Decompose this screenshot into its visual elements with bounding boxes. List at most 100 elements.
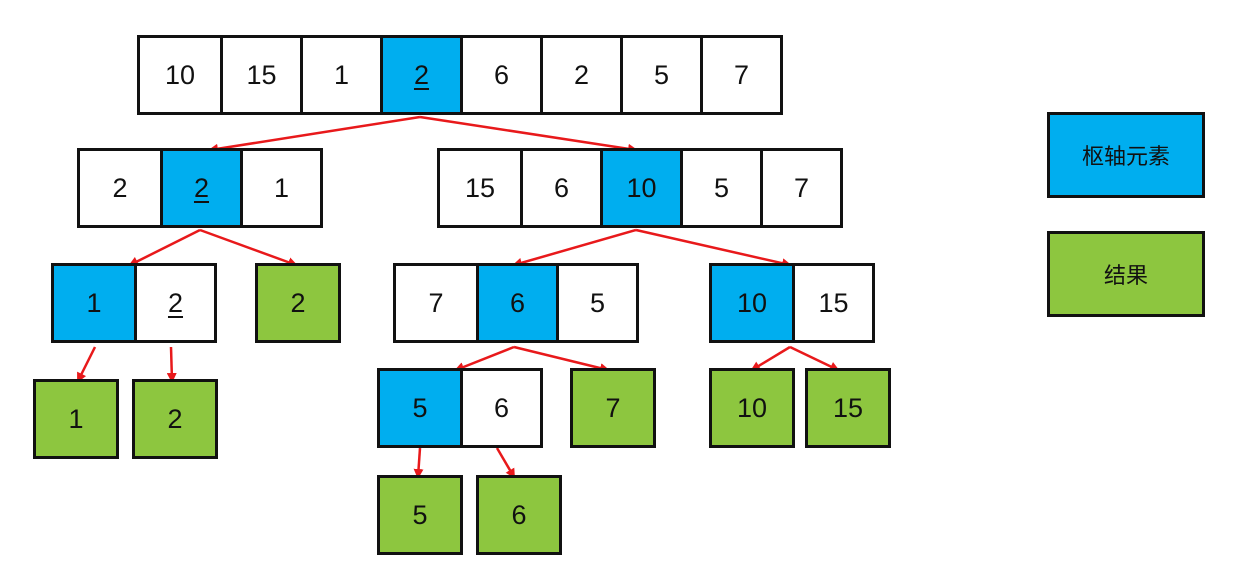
cell-value: 5 [412,392,428,423]
array-row: 10 [709,368,795,448]
partition-arrow [199,228,298,267]
array-cell: 5 [680,151,760,225]
array-row: 15 [805,368,891,448]
array-cell: 2 [540,38,620,112]
legend-pivot-label: 枢轴元素 [1081,145,1170,170]
partition-arrow [513,345,610,373]
cell-value: 10 [164,59,196,90]
result-cell: 6 [479,478,559,552]
legend-pivot-element: 枢轴元素 [1047,112,1205,198]
array-row: 10 15 [709,263,875,343]
array-cell: 6 [520,151,600,225]
array-row: 1 [33,379,119,459]
array-cell: 1 [300,38,380,112]
result-cell: 7 [573,371,653,445]
pivot-cell: 10 [712,266,792,340]
partition-arrow [76,346,97,383]
partition-arrow [512,228,637,268]
array-row: 2 2 1 [77,148,323,228]
result-cell: 10 [712,371,792,445]
array-cell: 2 [80,151,160,225]
cell-value: 5 [412,499,428,530]
cell-value: 6 [509,287,526,318]
legend-result-label: 结果 [1103,264,1148,289]
partition-arrow [789,345,840,372]
array-row: 15 6 10 5 7 [437,148,843,228]
array-cell: 7 [700,38,780,112]
cell-value: 5 [653,59,670,90]
array-cell: 6 [460,371,540,445]
array-row: 2 [255,263,341,343]
pivot-cell: 10 [600,151,680,225]
array-cell: 15 [440,151,520,225]
cell-value: 2 [167,287,184,318]
array-cell: 2 [134,266,214,340]
result-cell: 1 [36,382,116,456]
cell-value: 2 [573,59,590,90]
cell-value: 7 [793,172,810,203]
array-cell: 15 [792,266,872,340]
partition-arrow [750,345,791,372]
array-cell: 6 [460,38,540,112]
cell-value: 7 [733,59,750,90]
cell-value: 7 [428,287,444,318]
array-cell: 5 [620,38,700,112]
array-row: 2 [132,379,218,459]
cell-value: 7 [605,392,621,423]
cell-value: 2 [193,172,210,203]
array-cell: 1 [240,151,320,225]
cell-value: 10 [626,172,657,203]
cell-value: 6 [493,392,510,423]
cell-value: 15 [246,59,277,90]
cell-value: 1 [68,403,84,434]
result-cell: 2 [135,382,215,456]
array-cell: 10 [140,38,220,112]
partition-arrow [208,115,421,154]
partition-arrow [413,447,424,479]
cell-value: 2 [290,287,306,318]
pivot-cell: 5 [380,371,460,445]
pivot-cell: 2 [380,38,460,112]
array-cell: 5 [556,266,636,340]
partition-arrow [454,345,515,372]
partition-arrow [419,115,638,154]
pivot-cell: 1 [54,266,134,340]
cell-value: 1 [333,59,350,90]
cell-value: 6 [493,59,510,90]
cell-value: 10 [736,392,768,423]
partition-arrow [128,228,201,267]
cell-value: 2 [167,403,183,434]
array-row: 6 [476,475,562,555]
array-cell: 7 [760,151,840,225]
cell-value: 6 [511,499,527,530]
result-cell: 5 [380,478,460,552]
partition-arrow [635,228,792,269]
cell-value: 5 [589,287,606,318]
partition-arrow [166,346,177,383]
array-row: 7 6 5 [393,263,639,343]
array-cell: 7 [396,266,476,340]
cell-value: 6 [553,172,570,203]
partition-arrow [495,447,516,479]
result-cell: 15 [808,371,888,445]
cell-value: 2 [413,59,430,90]
cell-value: 15 [818,287,849,318]
array-cell: 15 [220,38,300,112]
cell-value: 2 [112,172,128,203]
cell-value: 1 [273,172,290,203]
cell-value: 10 [736,287,768,318]
pivot-cell: 6 [476,266,556,340]
array-row: 10 15 1 2 6 2 5 7 [137,35,783,115]
cell-value: 5 [713,172,730,203]
result-cell: 2 [258,266,338,340]
array-row: 5 [377,475,463,555]
legend-result: 结果 [1047,231,1205,317]
array-row: 7 [570,368,656,448]
pivot-cell: 2 [160,151,240,225]
cell-value: 1 [86,287,102,318]
cell-value: 15 [832,392,864,423]
cell-value: 15 [464,172,496,203]
